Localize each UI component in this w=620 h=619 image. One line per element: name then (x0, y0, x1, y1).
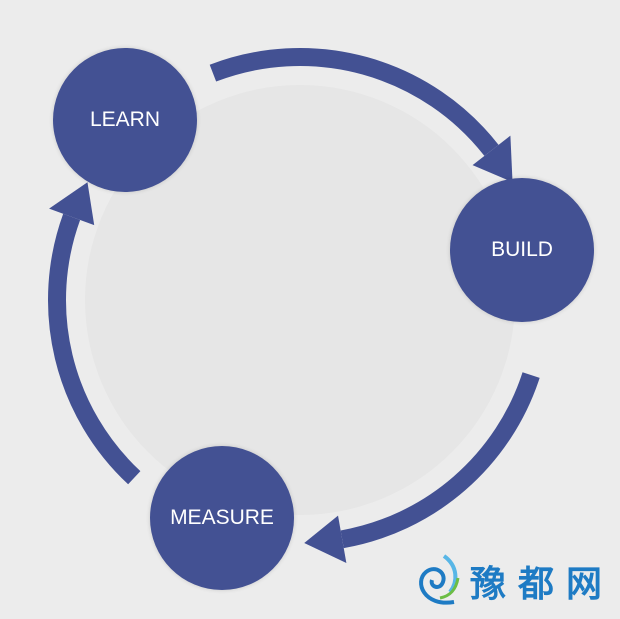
arrow-learn-to-build (209, 48, 499, 156)
node-label: BUILD (491, 238, 553, 261)
node-label: LEARN (89, 108, 161, 131)
node-measure: MEASURE (150, 446, 294, 590)
watermark: 豫都网 (414, 552, 614, 610)
arrow-measure-to-learn (48, 213, 141, 485)
node-build: BUILD (450, 178, 594, 322)
arrowhead-measure (304, 515, 347, 563)
watermark-logo-icon (419, 554, 460, 605)
arrow-build-to-measure (340, 372, 540, 549)
arrowhead-learn (49, 182, 95, 226)
node-label: MEASURE (170, 506, 274, 529)
arrowhead-build (472, 135, 513, 183)
node-learn: LEARN (53, 48, 197, 192)
background-circle (85, 85, 515, 515)
watermark-text: 豫都网 (470, 564, 615, 605)
